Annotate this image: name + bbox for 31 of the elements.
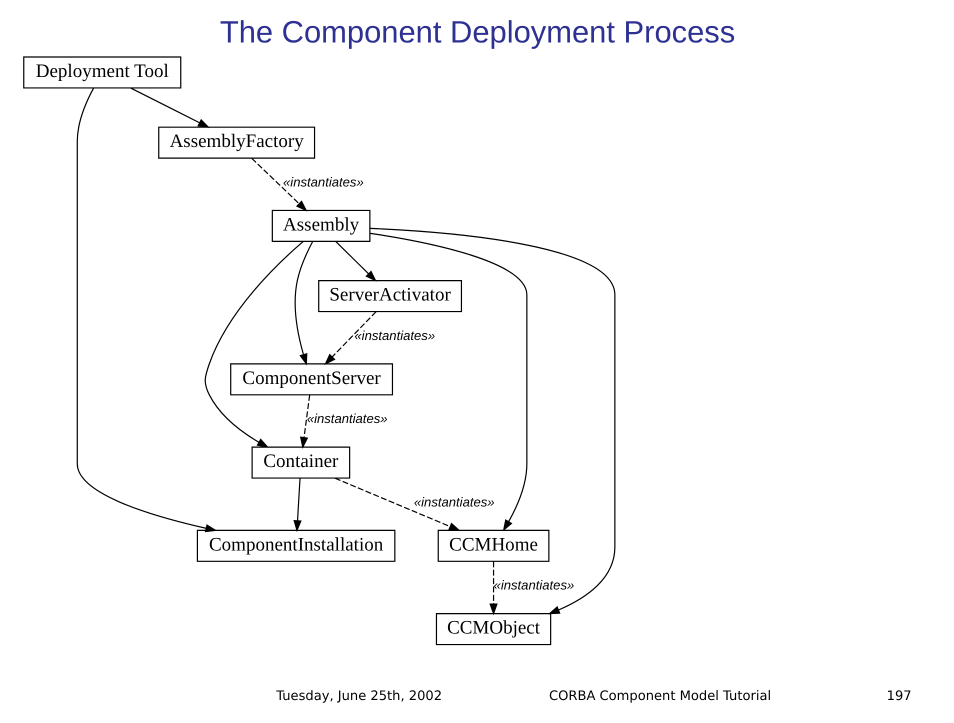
- label: Tuesday, June 25th, 2002: [276, 689, 442, 704]
- node-box: ComponentInstallation: [196, 530, 395, 562]
- arrow: [76, 88, 217, 532]
- edge-label: «instantiates»: [354, 328, 435, 343]
- arrow: [324, 311, 376, 366]
- node-box: CCMHome: [437, 530, 549, 562]
- node-box: Deployment Tool: [22, 56, 181, 89]
- arrow: [334, 241, 376, 282]
- node-box: AssemblyFactory: [158, 126, 315, 159]
- arrow: [294, 241, 313, 366]
- arrow: [299, 394, 310, 449]
- edge-label: «instantiates»: [493, 578, 574, 593]
- arrow: [204, 241, 304, 448]
- node-box: ServerActivator: [318, 280, 462, 312]
- arrow: [370, 232, 527, 532]
- edge-label: «instantiates»: [306, 411, 388, 426]
- label: CORBA Component Model Tutorial: [548, 689, 771, 704]
- node-box: CCMObject: [435, 613, 551, 646]
- node-box: Assembly: [271, 210, 370, 242]
- arrow: [292, 478, 302, 532]
- arrow: [488, 562, 498, 616]
- node-box: ComponentServer: [230, 363, 393, 396]
- label: 197: [886, 689, 912, 704]
- diagram-title: The Component Deployment Process: [219, 14, 735, 50]
- arrow: [130, 88, 210, 128]
- arrow: [369, 228, 615, 614]
- edge-label: «instantiates»: [413, 494, 494, 510]
- node-box: Container: [251, 446, 350, 479]
- arrow: [334, 478, 460, 531]
- edge-label: «instantiates»: [282, 174, 364, 190]
- arrow: [250, 158, 307, 212]
